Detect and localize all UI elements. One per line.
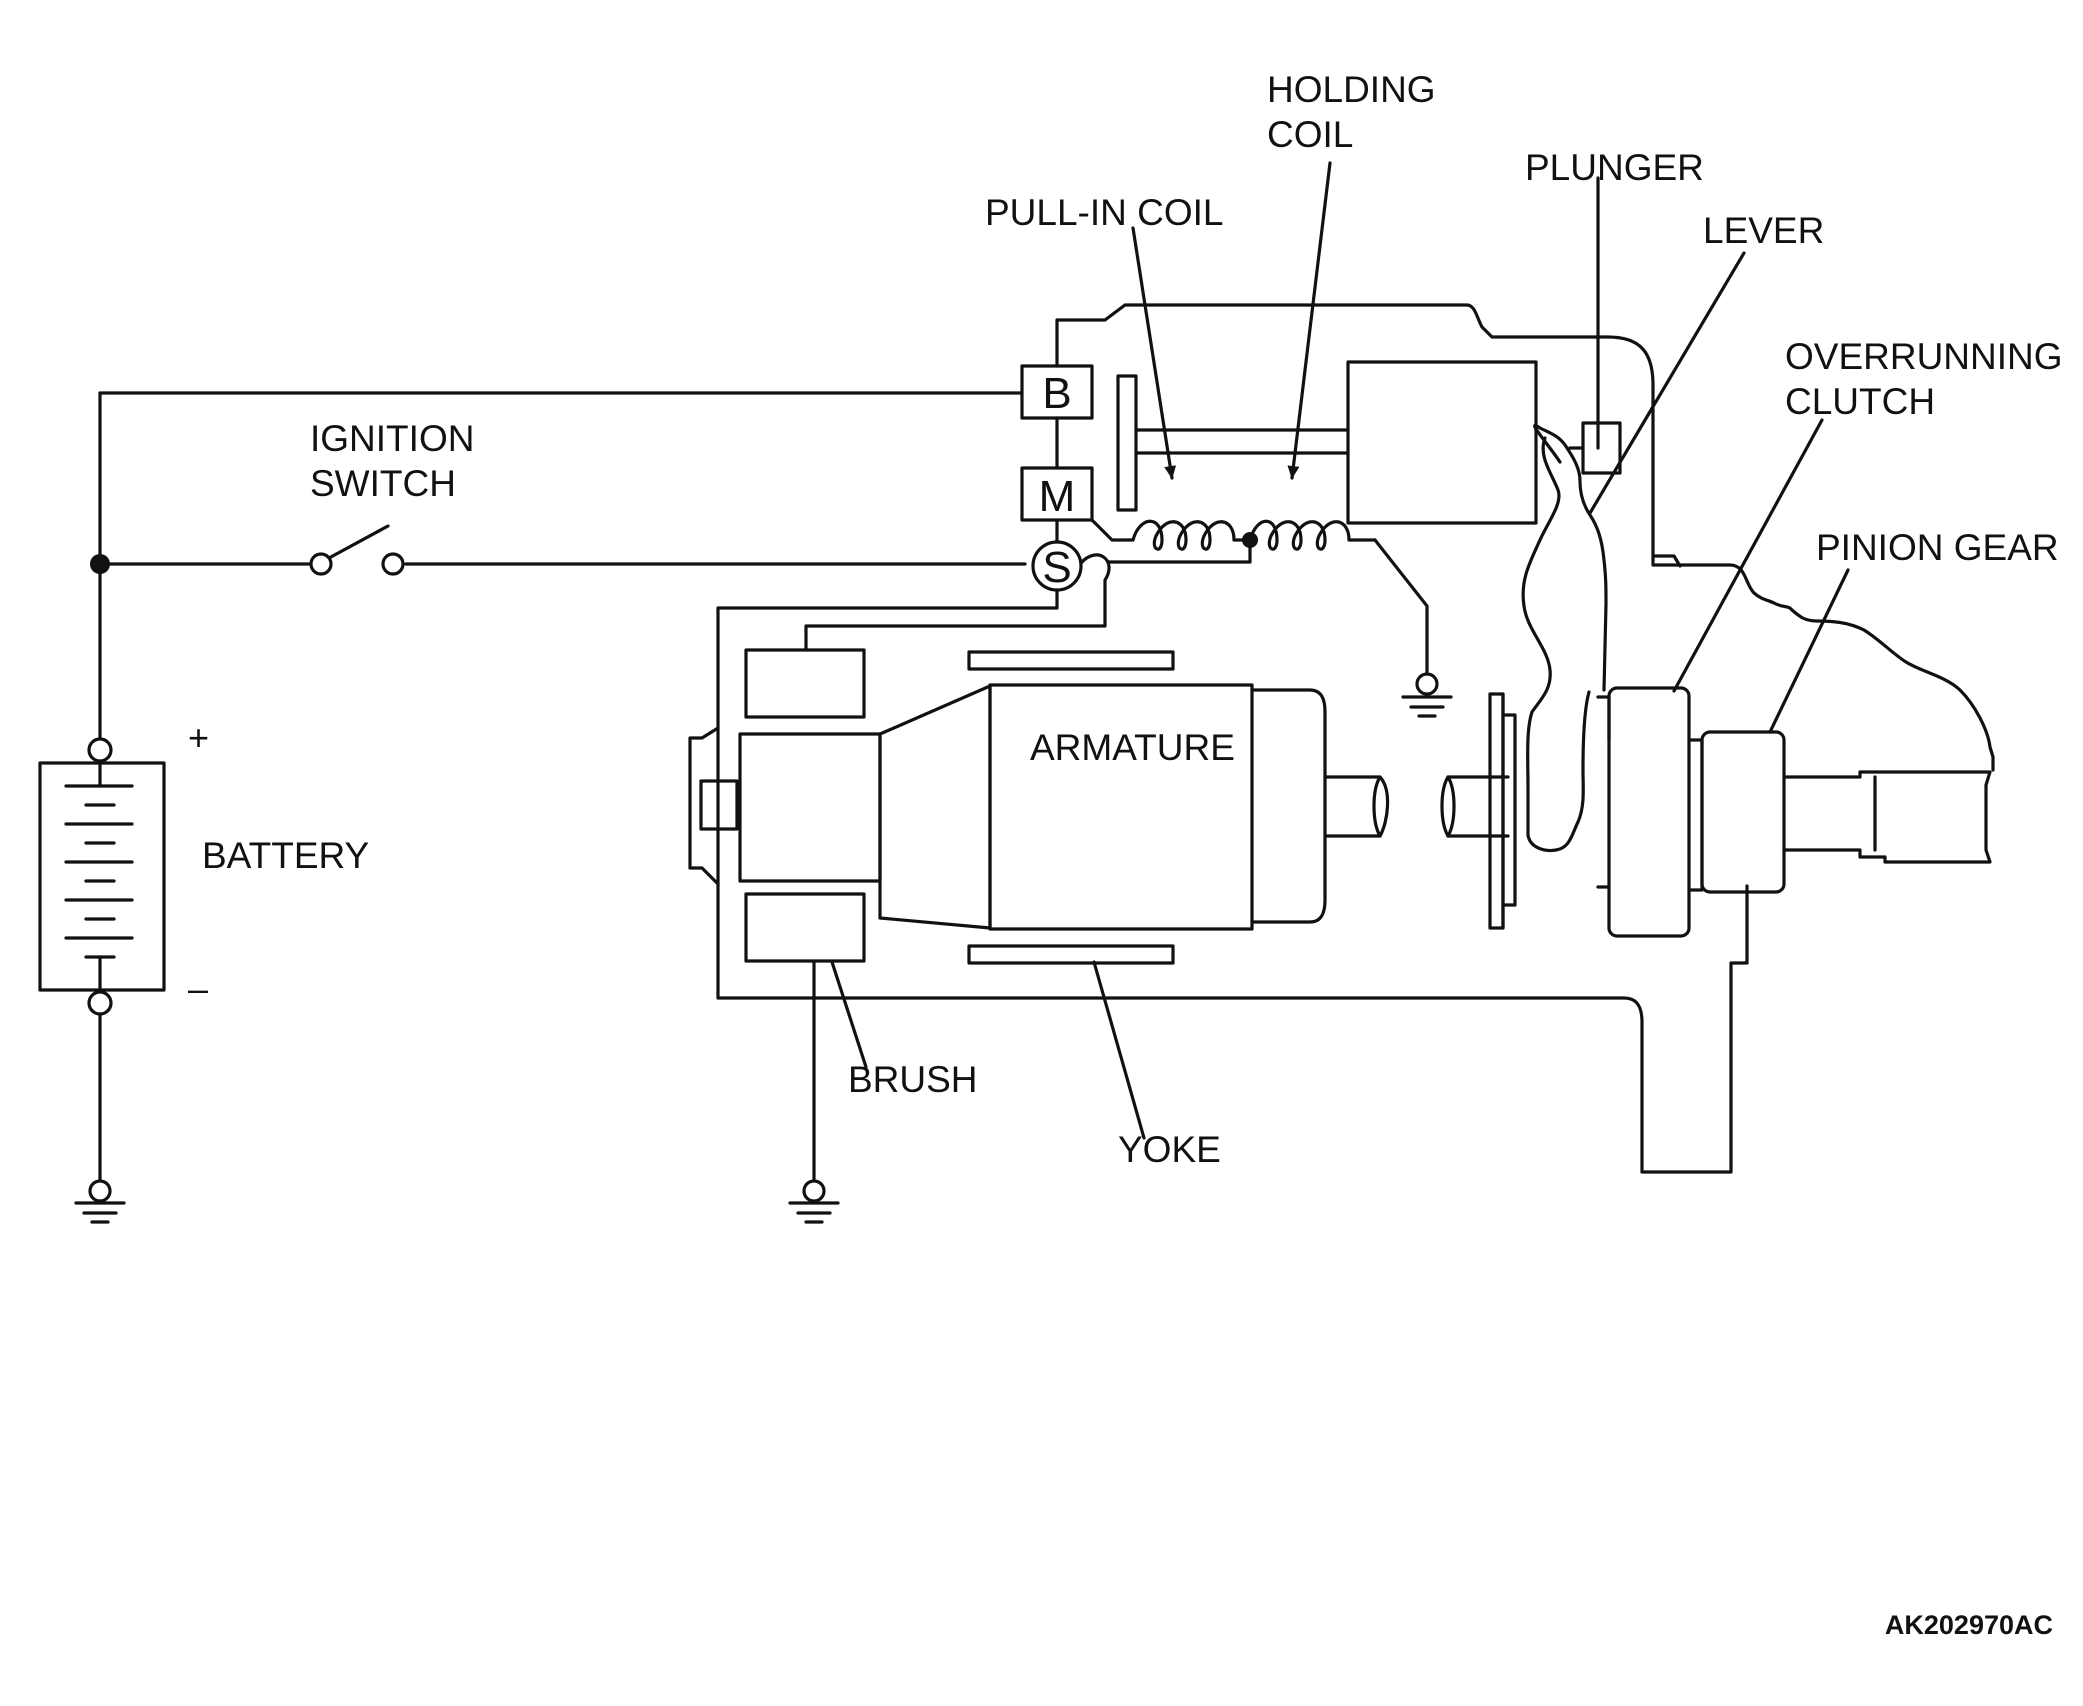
m-to-coil-wire [1090,518,1135,542]
starter-body-left-outline [716,588,1059,986]
lever-leader [1588,251,1746,515]
armature-shaft-left [1323,775,1390,838]
overrunning-clutch-leader [1672,418,1824,693]
switch-blade [327,524,390,560]
label-holding-coil-line1: HOLDING [1267,69,1436,110]
brush-bottom [744,892,866,963]
battery-case [38,761,166,992]
clutch-washer [1488,692,1505,930]
commutator [878,684,992,930]
switch-contact-right [381,552,405,576]
switch-contact-left [309,552,333,576]
solenoid-housing-outline [1055,303,1682,568]
holding-coil-ground-wire [1373,538,1429,674]
brush-leader [830,960,868,1069]
shift-lever-outline-left [1521,436,1591,853]
overrunning-clutch-body [1607,686,1691,938]
terminal-m: M [1020,466,1094,522]
brush-top [744,648,866,719]
commutator-end-block [738,732,882,883]
pull-in-coil-icon [1131,519,1251,551]
plunger-rod [1134,428,1350,455]
leader-lines [812,161,1850,1183]
clutch-hub [1687,738,1704,892]
label-battery: BATTERY [202,835,369,876]
yoke-leader [1092,960,1146,1140]
end-cap-notch [688,726,720,886]
terminal-m-letter: M [1039,472,1076,521]
clutch-collar [1501,713,1517,907]
battery-negative-post [87,990,113,1016]
armature-shaft-right [1446,775,1510,838]
terminal-b: B [1020,364,1094,420]
ignition-switch[interactable] [309,524,405,576]
holding-coil-icon [1248,519,1377,551]
clutch-ring [1596,695,1611,889]
holding-coil-leader [1287,161,1332,480]
battery-plus-sign: + [188,717,209,758]
terminal-b-letter: B [1042,369,1071,418]
label-armature: ARMATURE [1030,727,1235,768]
field-lead-wire [804,553,1111,652]
shaft-break-right-edge [1446,775,1456,838]
terminal-s: S [1031,540,1083,592]
label-brush: BRUSH [848,1059,978,1100]
battery-circuit [90,391,1027,740]
shaft-break-left [1372,775,1382,838]
coil-to-s-wire [1106,538,1252,564]
label-overrunning-clutch-line1: OVERRUNNING [1785,336,2063,377]
pinion-gear-leader [1768,568,1850,734]
armature-core [988,683,1254,931]
battery-positive-post [87,737,113,763]
label-lever: LEVER [1703,210,1824,251]
armature-end [1250,688,1327,924]
plunger-link [1581,421,1622,475]
field-pole-bottom [967,944,1175,965]
pull-in-coil-leader [1131,226,1177,480]
ground-symbol-icon [788,1179,840,1224]
label-plunger: PLUNGER [1525,147,1704,188]
label-pull-in-coil: PULL-IN COIL [985,192,1224,233]
label-pinion-gear: PINION GEAR [1816,527,2059,568]
label-ignition-switch-line1: IGNITION [310,418,474,459]
field-pole-top [967,650,1175,671]
plunger-body [1346,360,1538,525]
label-overrunning-clutch-line2: CLUTCH [1785,381,1935,422]
battery-symbol [38,737,166,1183]
drive-housing-contour [1651,554,1995,772]
terminal-s-letter: S [1042,543,1071,592]
ground-symbol-icon [74,1179,126,1224]
label-yoke: YOKE [1118,1129,1221,1170]
starter-housing-bottom [716,884,1749,1174]
contact-plate [1116,374,1138,512]
shaft-end-bearing [699,779,739,831]
battery-minus-sign: – [188,968,208,1009]
shaft-break-right [1440,775,1450,838]
pinion-gear-body [1700,730,1786,894]
label-holding-coil-line2: COIL [1267,114,1353,155]
label-ignition-switch-line2: SWITCH [310,463,456,504]
ground-symbol-icon [1401,672,1453,718]
pinion-shaft [1782,770,1992,864]
figure-code: AK202970AC [1885,1610,2053,1640]
shift-lever-outline-right [1533,424,1608,692]
battery-cell-plates [64,784,134,959]
